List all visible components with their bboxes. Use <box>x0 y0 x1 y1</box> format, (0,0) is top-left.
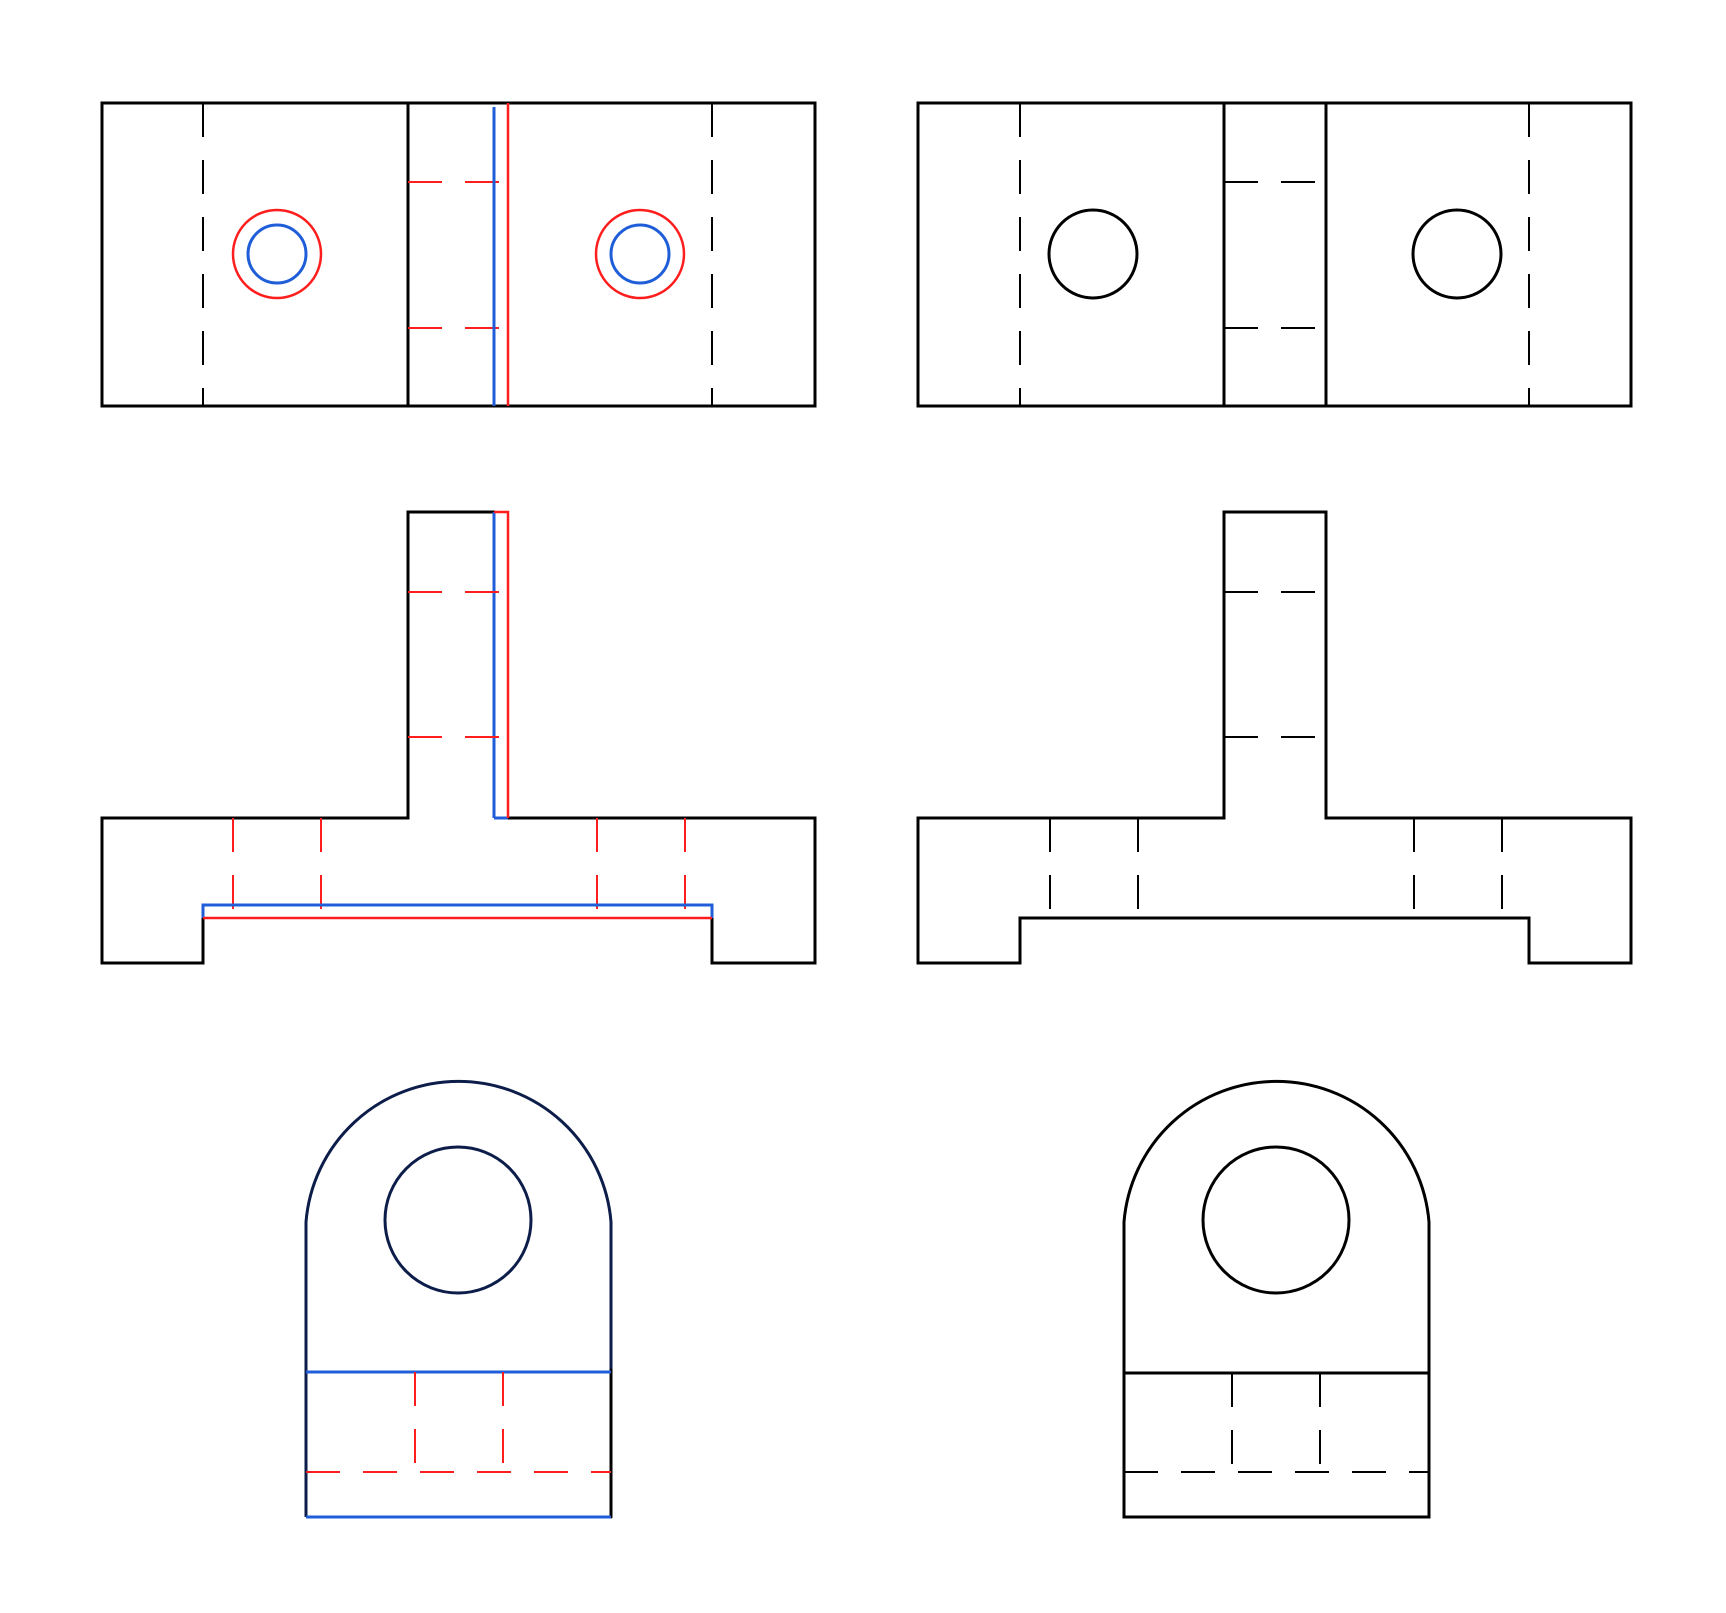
upright-hole-circle <box>383 1145 533 1295</box>
upright-hole-circle <box>1201 1145 1351 1295</box>
front-view-plain <box>916 510 1633 965</box>
upright-back-edge-red <box>494 510 510 818</box>
right-hole-outer-circle <box>594 208 686 300</box>
left-hole-inner-circle <box>246 223 308 285</box>
left-hole-outer-circle <box>231 208 323 300</box>
right-hole-circle <box>1411 208 1503 300</box>
top-view-annotated <box>100 101 817 408</box>
upright-rounded-profile <box>304 1079 613 1517</box>
top-view-plain <box>916 101 1633 408</box>
right-hole-inner-circle <box>609 223 671 285</box>
top-view-outline <box>100 101 817 408</box>
side-view-plain <box>1122 1079 1431 1519</box>
front-view-outline-right <box>506 816 817 965</box>
base-recess-edge-blue <box>201 903 714 918</box>
left-hole-circle <box>1047 208 1139 300</box>
front-view-annotated <box>100 510 817 965</box>
front-view-outline <box>100 510 496 965</box>
top-view-outline <box>916 101 1633 408</box>
front-view-outline <box>916 510 1633 965</box>
side-view-outline <box>1122 1079 1431 1519</box>
side-view-annotated <box>304 1079 613 1519</box>
